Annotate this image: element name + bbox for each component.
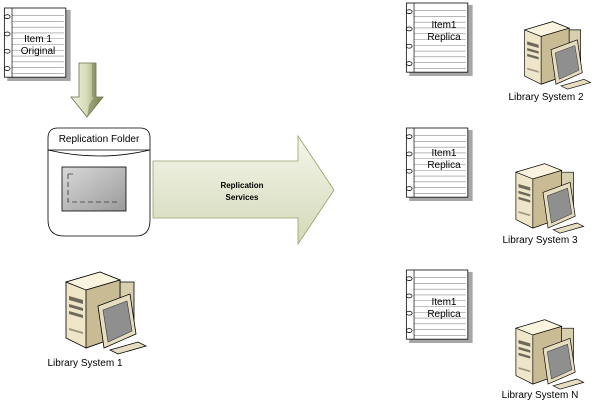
library-system-1-label: Library System 1 [47, 358, 123, 369]
library-system-3-label: Library System 3 [502, 235, 578, 246]
original-item-line2: Original [20, 46, 56, 57]
replica-2-line1: Item1 [431, 148, 457, 159]
replica-1-line1: Item1 [431, 20, 457, 31]
server-icon-1 [65, 271, 147, 355]
replica-label-1: Item1 Replica [414, 20, 474, 44]
original-item-line1: Item 1 [24, 34, 52, 45]
replication-services-label: Replication Services [200, 180, 284, 204]
library-system-n-label: Library System N [501, 390, 579, 401]
replication-folder [47, 127, 151, 237]
replica-2-line2: Replica [427, 160, 461, 171]
library-system-2-label: Library System 2 [508, 92, 584, 103]
replica-3-line2: Replica [427, 309, 461, 320]
server-icon-n [515, 319, 585, 390]
replication-services-arrow [152, 134, 335, 246]
down-arrow [70, 62, 104, 118]
replication-services-line1: Replication [220, 181, 264, 190]
replication-services-line2: Services [225, 193, 259, 202]
replica-1-line2: Replica [427, 32, 461, 43]
server-icon-2 [524, 21, 591, 90]
original-item-label: Item 1 Original [8, 34, 68, 58]
replication-folder-title: Replication Folder [58, 134, 140, 145]
replica-label-2: Item1 Replica [414, 148, 474, 172]
replica-3-line1: Item1 [431, 297, 457, 308]
replica-label-3: Item1 Replica [414, 297, 474, 321]
server-icon-3 [515, 163, 585, 234]
